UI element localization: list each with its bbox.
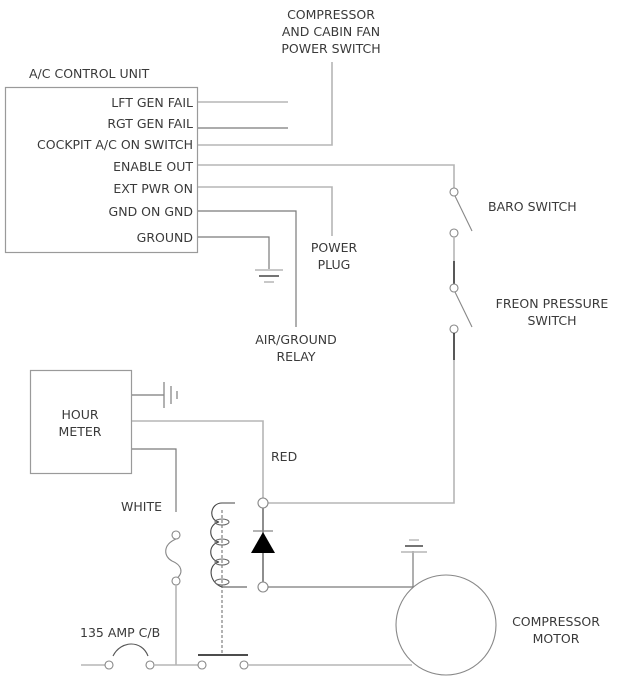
wire-enable-out [198,164,455,188]
control-unit-title: A/C CONTROL UNIT [29,66,150,81]
wire-white [132,448,177,512]
wire-freon-to-relay [267,360,455,504]
pin-ext-pwr-on: EXT PWR ON [113,181,193,196]
compressor-motor-label-line1: COMPRESSOR [512,614,600,629]
wire-red-label: RED [271,449,297,464]
pin-enable-out: ENABLE OUT [113,159,193,174]
wire-relay-to-motor [268,551,414,588]
freon-switch-label-line1: FREON PRESSURE [496,296,609,311]
diode-icon [251,497,275,593]
motor-ground-icon [401,539,427,553]
chassis-ground-icon [163,382,178,408]
power-switch-label-line1: COMPRESSOR [287,7,375,22]
compressor-motor-icon [395,574,497,676]
power-switch-label-line3: POWER SWITCH [281,41,380,56]
power-plug-label-line2: PLUG [318,257,351,272]
pin-rgt-gen-fail: RGT GEN FAIL [107,116,193,131]
wire-gnd-on-gnd [198,210,297,327]
control-unit-box [4,86,199,254]
freon-switch-label-line2: SWITCH [527,313,576,328]
air-ground-relay-label-line1: AIR/GROUND [255,332,336,347]
control-unit-pins: LFT GEN FAIL RGT GEN FAIL COCKPIT A/C ON… [37,95,193,245]
hour-meter-label-line2: METER [59,424,102,439]
fuse-icon [165,530,182,586]
freon-pressure-switch-icon [449,283,473,334]
wire-ext-pwr-on [198,186,333,236]
circuit-breaker-label: 135 AMP C/B [80,625,160,640]
circuit-breaker-icon [104,643,155,670]
baro-switch-icon [449,187,473,238]
hour-meter-label-line1: HOUR [61,407,98,422]
wire-ground [198,236,270,269]
baro-switch-label: BARO SWITCH [488,199,577,214]
power-switch-label: COMPRESSOR AND CABIN FAN POWER SWITCH [281,7,380,56]
pin-lft-gen-fail: LFT GEN FAIL [111,95,193,110]
pin-cockpit-ac-on-switch: COCKPIT A/C ON SWITCH [37,137,193,152]
pin-ground: GROUND [137,230,193,245]
wire-cockpit-ac-on-switch [198,62,333,146]
pin-gnd-on-gnd: GND ON GND [109,204,193,219]
relay-contact-icon [197,654,249,670]
power-switch-label-line2: AND CABIN FAN [282,24,380,39]
air-ground-relay-label-line2: RELAY [276,349,315,364]
power-plug-label-line1: POWER [311,240,358,255]
wire-white-label: WHITE [121,499,162,514]
ground-icon [255,269,283,283]
wire-red [132,420,264,499]
relay-coil-icon [210,502,247,655]
compressor-motor-label-line2: MOTOR [533,631,580,646]
hour-meter-box [29,369,133,475]
